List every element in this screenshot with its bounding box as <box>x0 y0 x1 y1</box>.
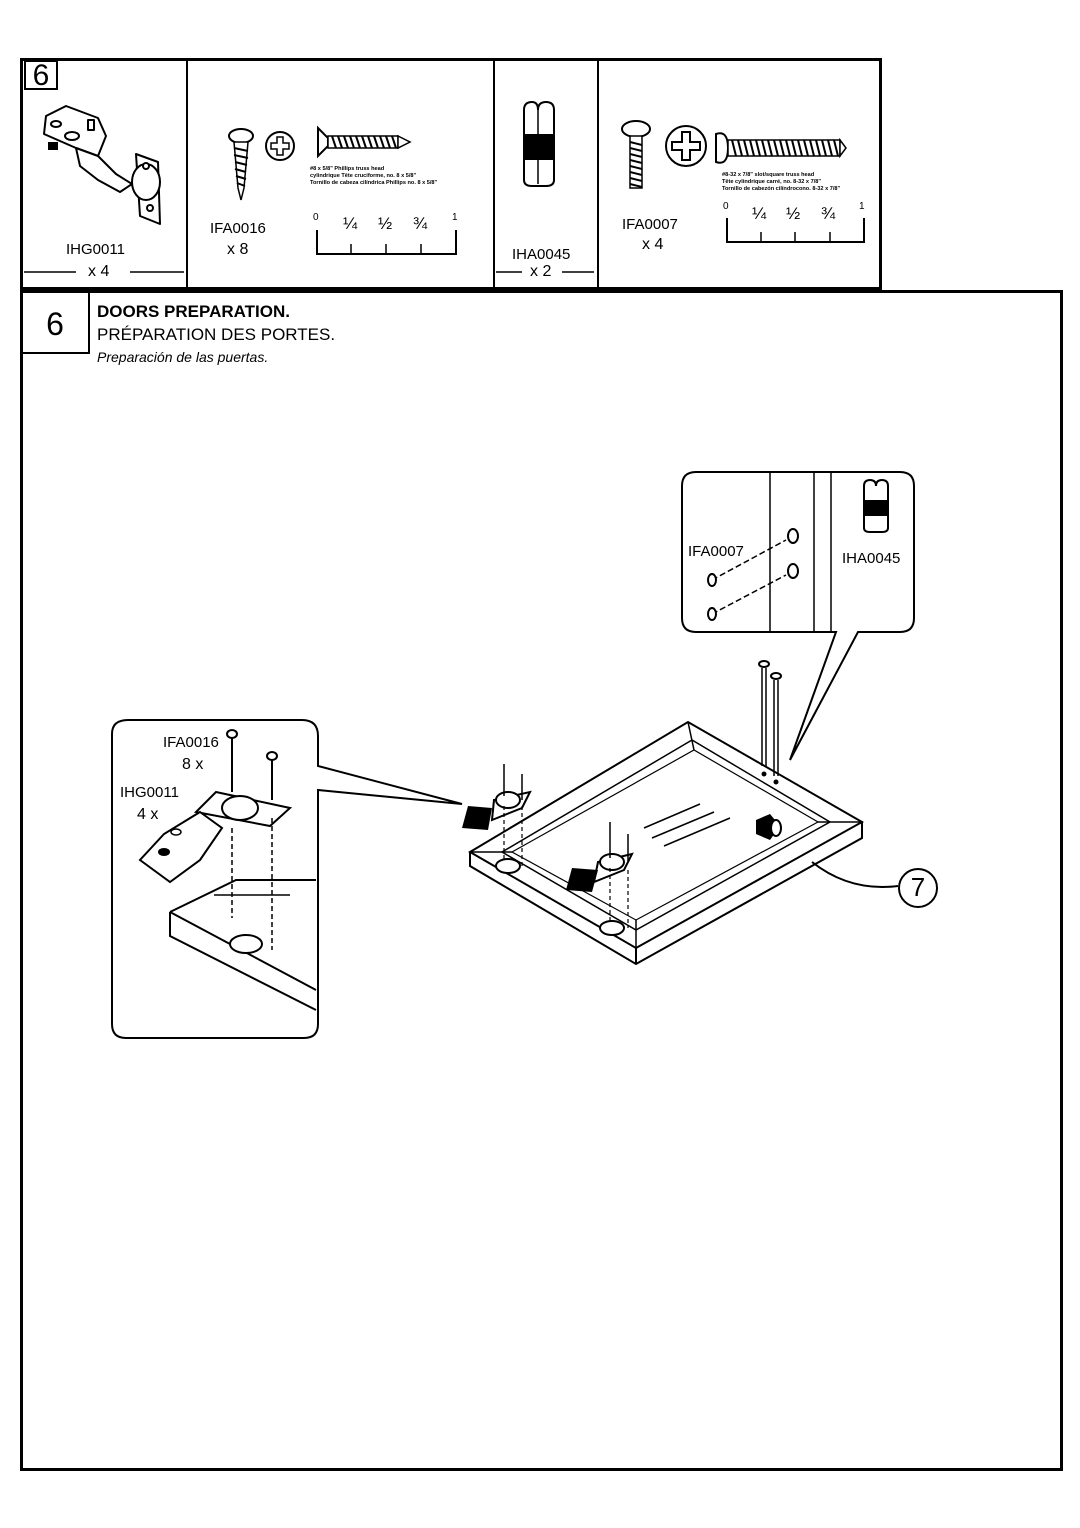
ruler-tick-three-quarter: ¾ <box>413 214 428 233</box>
ruler-tick-quarter: ¼ <box>343 214 358 233</box>
callout-hinge-screw-label: IFA0016 <box>163 734 219 751</box>
screw-side-icon <box>317 125 412 159</box>
screw-small-qty: x 8 <box>227 241 249 258</box>
callout-hinge-screw-qty: 8 x <box>182 756 204 773</box>
ruler-scale <box>726 218 865 243</box>
screw-large-side-icon <box>715 132 847 164</box>
connector-icon <box>523 100 555 187</box>
ruler-tick-three-quarter: ¾ <box>821 204 836 223</box>
ruler-tick-1: 1 <box>452 212 458 223</box>
callout-hinge-label: IHG0011 <box>120 784 179 801</box>
screw-small-desc-3: Tornillo de cabeza cilíndrica Phillips n… <box>310 180 438 186</box>
divider <box>493 61 495 287</box>
part-number-label: 7 <box>910 872 926 902</box>
ruler-tick-1: 1 <box>859 201 865 212</box>
step-title-fr: PRÉPARATION DES PORTES. <box>97 325 336 344</box>
callout-hinge-qty: 4 x <box>137 806 159 823</box>
screw-icon <box>228 128 254 201</box>
step-title-en: DOORS PREPARATION. <box>97 302 290 321</box>
ruler-tick-0: 0 <box>723 201 729 212</box>
ruler-tick-half: ½ <box>786 204 801 223</box>
screw-small-desc-2: cylindrique Tête cruciforme, no. 8 x 5/8… <box>310 173 417 179</box>
callout-connector-label: IHA0045 <box>842 550 901 567</box>
parts-step-badge: 6 <box>24 60 58 91</box>
screw-large-icon <box>621 120 651 189</box>
ruler-tick-0: 0 <box>313 212 319 223</box>
ruler-tick-quarter: ¼ <box>752 204 767 223</box>
screw-large-desc-2: Tête cylindrique carré, no. 8-32 x 7/8" <box>722 179 822 185</box>
phillips-head-icon <box>665 125 707 167</box>
connector-qty: x 2 <box>530 263 552 280</box>
callout-screw-label: IFA0007 <box>688 543 744 560</box>
screw-small-code: IFA0016 <box>210 220 266 237</box>
step-title-es: Preparación de las puertas. <box>97 349 269 365</box>
screw-large-code: IFA0007 <box>622 216 678 233</box>
screw-small-desc-1: #8 x 5/8" Phillips truss head <box>310 166 385 172</box>
ruler-tick-half: ½ <box>378 214 393 233</box>
hinge-qty: x 4 <box>88 263 110 280</box>
ruler-scale <box>316 230 457 255</box>
screw-large-desc-3: Tornillo de cabezón cilíndrocono. 8-32 x… <box>722 186 841 192</box>
parts-panel <box>20 58 882 290</box>
hinge-code: IHG0011 <box>66 241 125 258</box>
step-panel <box>20 290 1063 1471</box>
step-number: 6 <box>22 292 90 354</box>
qty-line <box>24 271 184 273</box>
hinge-icon <box>43 105 161 225</box>
connector-code: IHA0045 <box>512 246 571 263</box>
qty-line <box>496 271 594 273</box>
phillips-head-icon <box>265 131 295 161</box>
divider <box>597 61 599 287</box>
screw-large-qty: x 4 <box>642 236 664 253</box>
divider <box>186 61 188 287</box>
screw-large-desc-1: #8-32 x 7/8" slot/square truss head <box>722 172 815 178</box>
